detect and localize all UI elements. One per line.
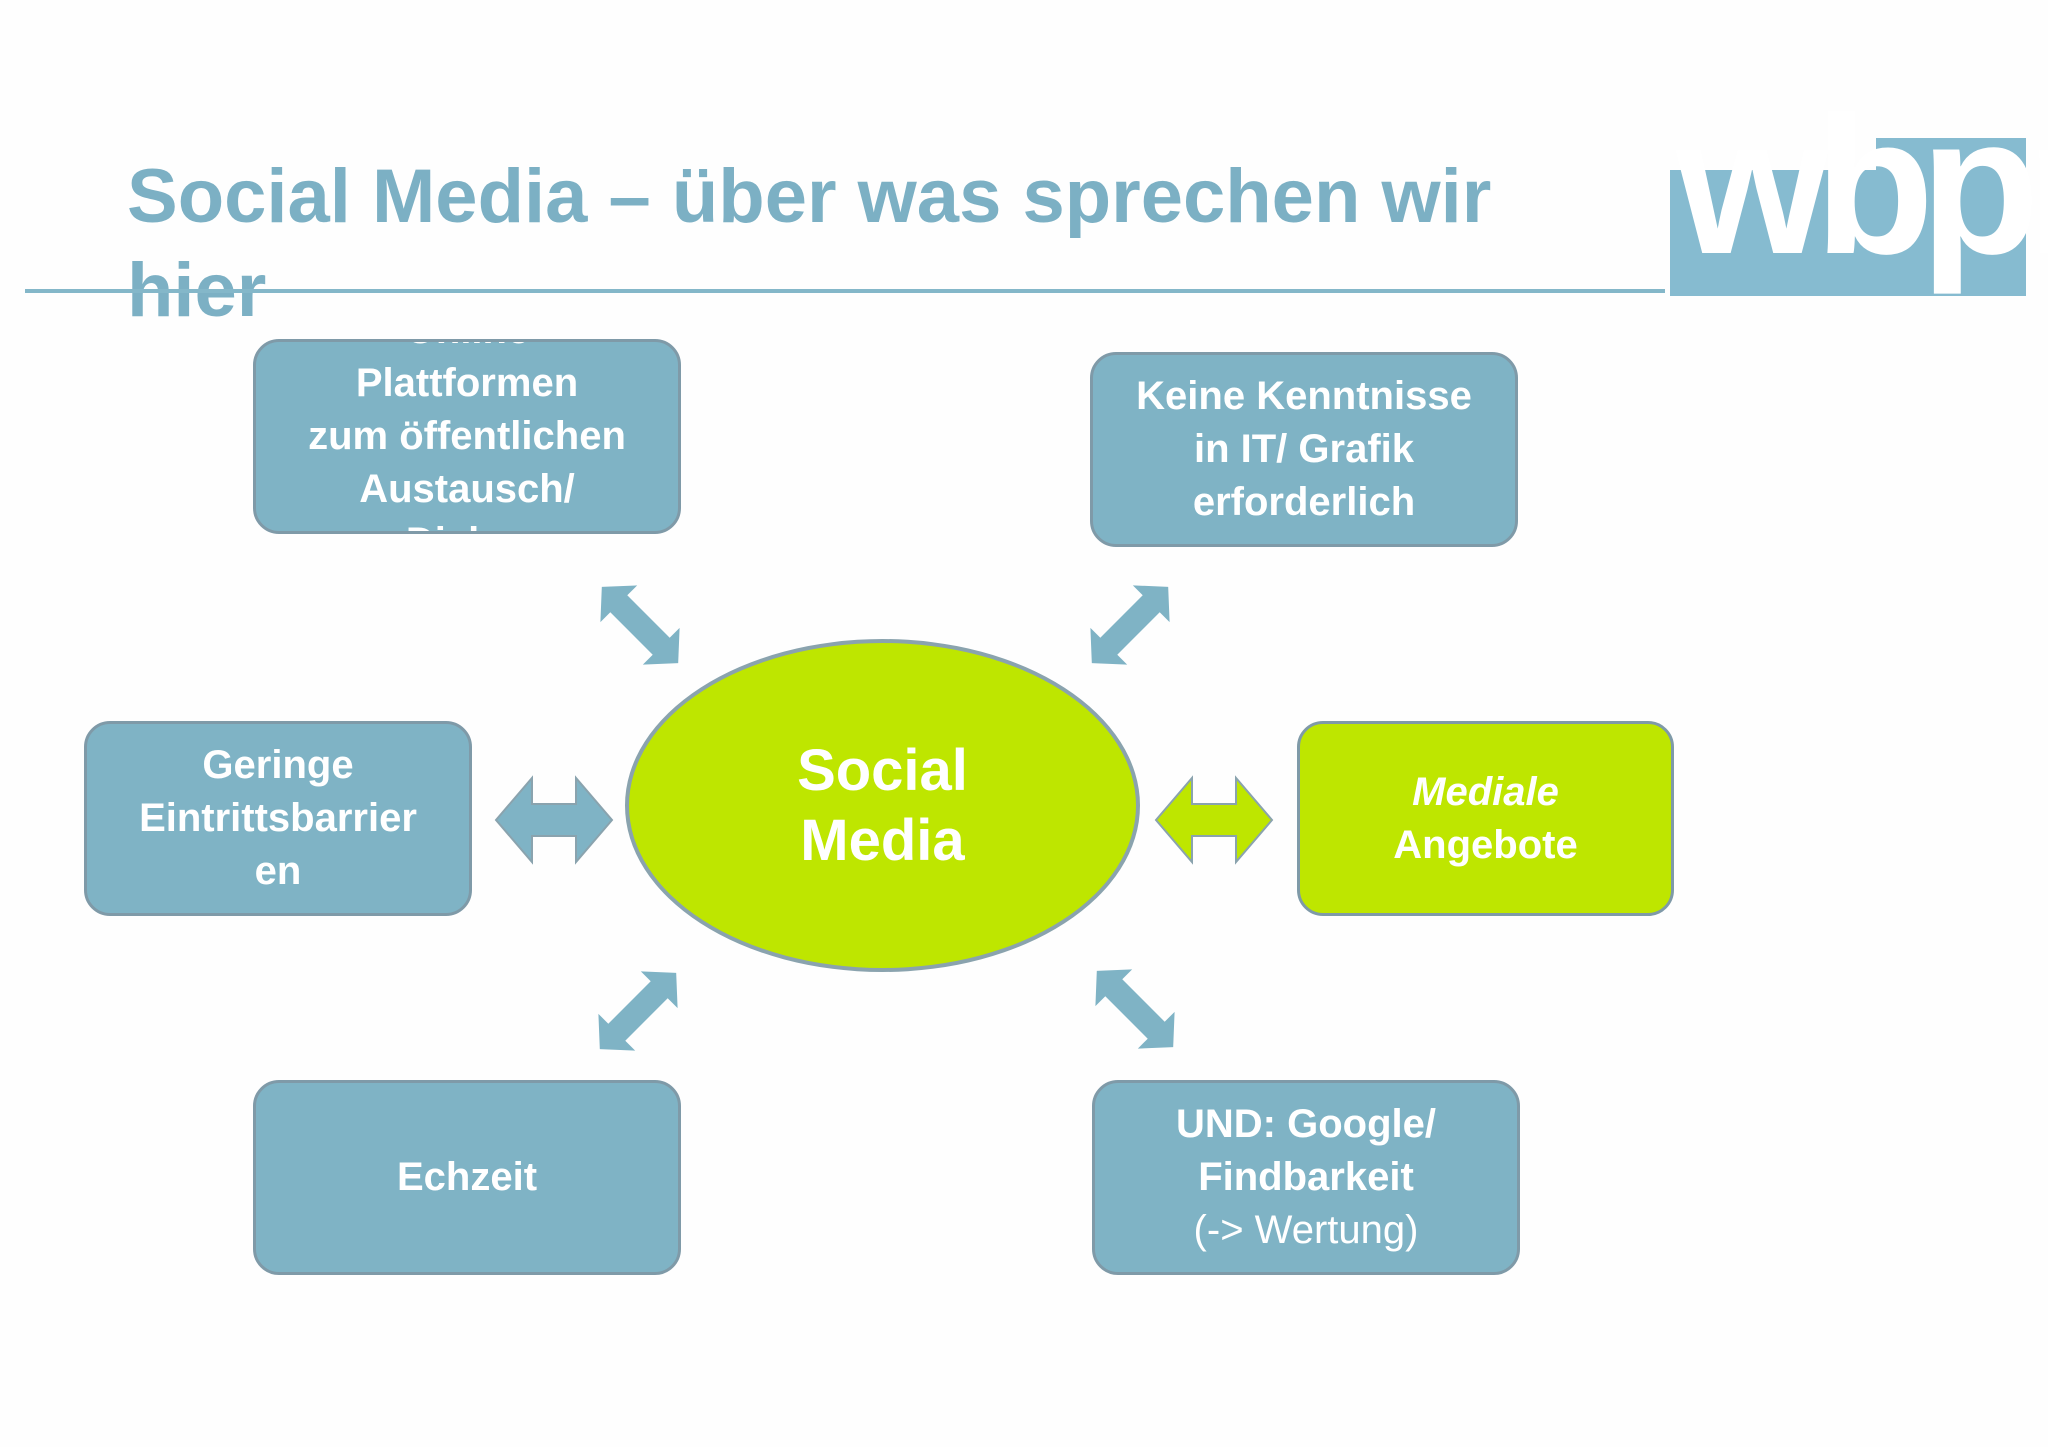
arrow-shape: [1154, 775, 1274, 865]
arrow-shape: [1095, 969, 1175, 1049]
double-arrow-right: [1154, 775, 1274, 865]
node-line: UND: Google/: [1176, 1102, 1436, 1146]
title-divider: [25, 289, 1665, 293]
node-line: Angebote: [1393, 822, 1578, 867]
node-line: Eintrittsbarrier: [139, 796, 417, 840]
node-line: Plattformen: [355, 361, 579, 405]
arrow-shape: [1090, 585, 1170, 665]
double-arrow-bottom-left: [598, 971, 678, 1051]
logo-tab: [1876, 138, 2026, 178]
node-mediale-angebote: Mediale Angebote: [1297, 721, 1674, 916]
social-media-hub: Social Media: [625, 639, 1140, 972]
node-geringe-eintrittsbarrieren: Geringe Eintrittsbarrier en: [84, 721, 472, 916]
double-arrow-top-right: [1090, 585, 1170, 665]
hub-line: Social: [797, 737, 968, 803]
node-line: erforderlich: [1192, 480, 1416, 524]
node-echzeit: Echzeit: [253, 1080, 681, 1275]
double-arrow-top-left: [600, 585, 680, 665]
slide-title: Social Media – über was sprechen wir hie…: [127, 154, 1492, 333]
node-line: (-> Wertung): [1193, 1208, 1419, 1252]
node-line: zum öffentlichen: [308, 414, 626, 458]
node-line: Dialog: [308, 516, 626, 531]
wbpr-logo: wbpr: [1660, 88, 2048, 300]
logo-band: [1670, 170, 2026, 296]
node-keine-kenntnisse: Keine Kenntnisse in IT/ Grafik erforderl…: [1090, 352, 1518, 547]
hub-line: Media: [800, 807, 965, 873]
node-line: Findbarkeit: [1198, 1155, 1414, 1199]
node-und-google: UND: Google/ Findbarkeit (-> Wertung): [1092, 1080, 1520, 1275]
node-line: Geringe: [202, 743, 354, 787]
arrow-shape: [598, 971, 678, 1051]
logo-text: wbpr: [1676, 76, 2048, 295]
double-arrow-bottom-right: [1095, 969, 1175, 1049]
double-arrow-left: [494, 775, 614, 865]
arrow-shape: [600, 585, 680, 665]
node-online-plattformen: Online Plattformen zum öffentlichen Aust…: [253, 339, 681, 534]
node-line: Echzeit: [396, 1155, 538, 1199]
node-line: Online: [308, 342, 626, 357]
node-line: Austausch/: [359, 467, 575, 511]
node-line: en: [254, 849, 302, 893]
node-line: Keine Kenntnisse: [1136, 374, 1472, 418]
node-line: in IT/ Grafik: [1193, 427, 1415, 471]
node-line: Mediale: [1412, 769, 1559, 814]
arrow-shape: [494, 775, 614, 865]
